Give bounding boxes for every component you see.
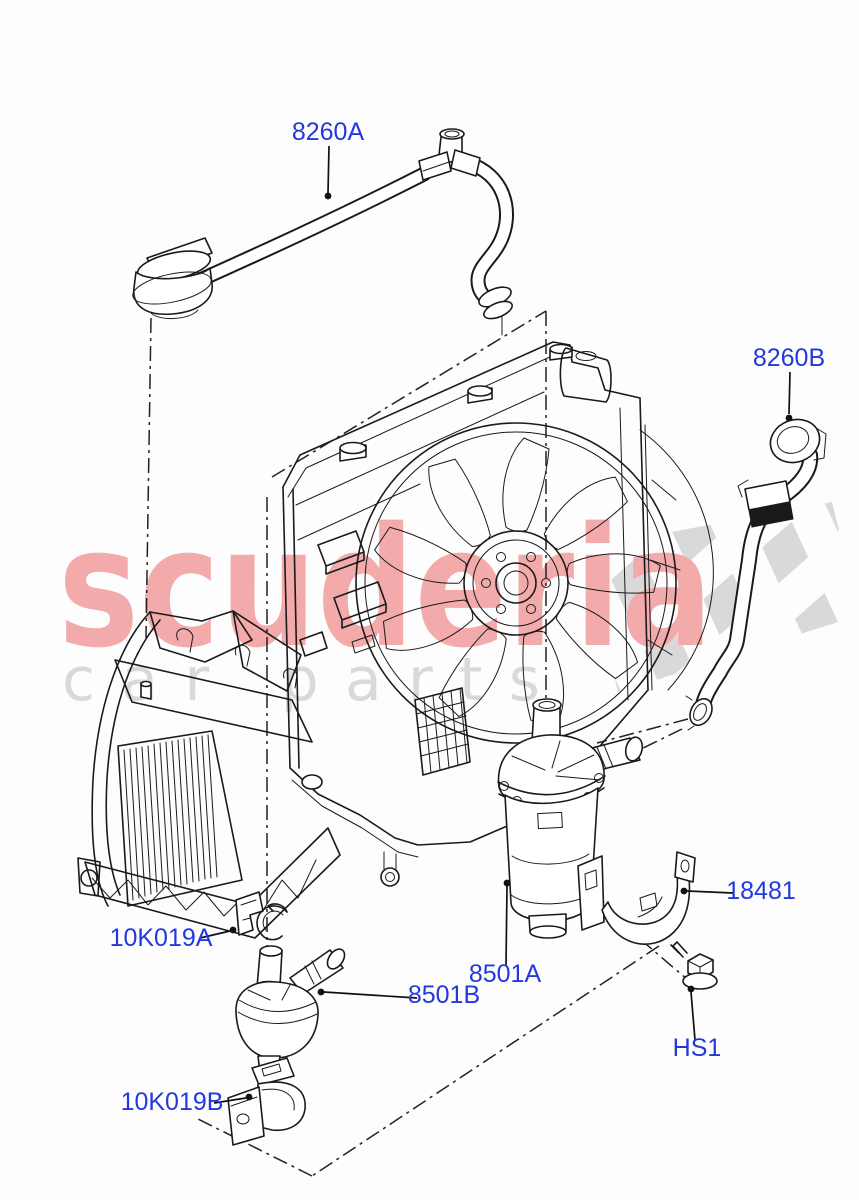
air-deflector-assembly	[77, 610, 341, 939]
aux-pump-8501A	[497, 698, 644, 939]
part-labels: 8260A 8260B 10K019A 8501B 10K019B 8501A …	[110, 118, 826, 1116]
clamp-10K019A	[235, 891, 288, 941]
aux-pump-8501B	[235, 945, 346, 1079]
part-label-8501B[interactable]: 8501B	[408, 981, 480, 1009]
part-label-18481[interactable]: 18481	[726, 877, 796, 905]
part-label-8260B[interactable]: 8260B	[753, 344, 825, 372]
part-label-10K019A[interactable]: 10K019A	[110, 924, 213, 952]
bracket-10K019B	[227, 1057, 306, 1146]
part-label-8260A[interactable]: 8260A	[292, 118, 365, 146]
upper-hose-8260A	[132, 128, 515, 320]
part-label-10K019B[interactable]: 10K019B	[121, 1088, 224, 1116]
leader-lines	[199, 145, 793, 1104]
bolt-HS1	[670, 941, 718, 990]
part-label-HS1[interactable]: HS1	[673, 1034, 722, 1062]
right-hose-8260B	[685, 418, 827, 731]
part-label-8501A[interactable]: 8501A	[469, 960, 542, 988]
pump-bracket-18481	[577, 851, 696, 945]
radiator-fan-assembly	[282, 341, 714, 887]
watermark-brand: scuderia	[58, 492, 713, 684]
